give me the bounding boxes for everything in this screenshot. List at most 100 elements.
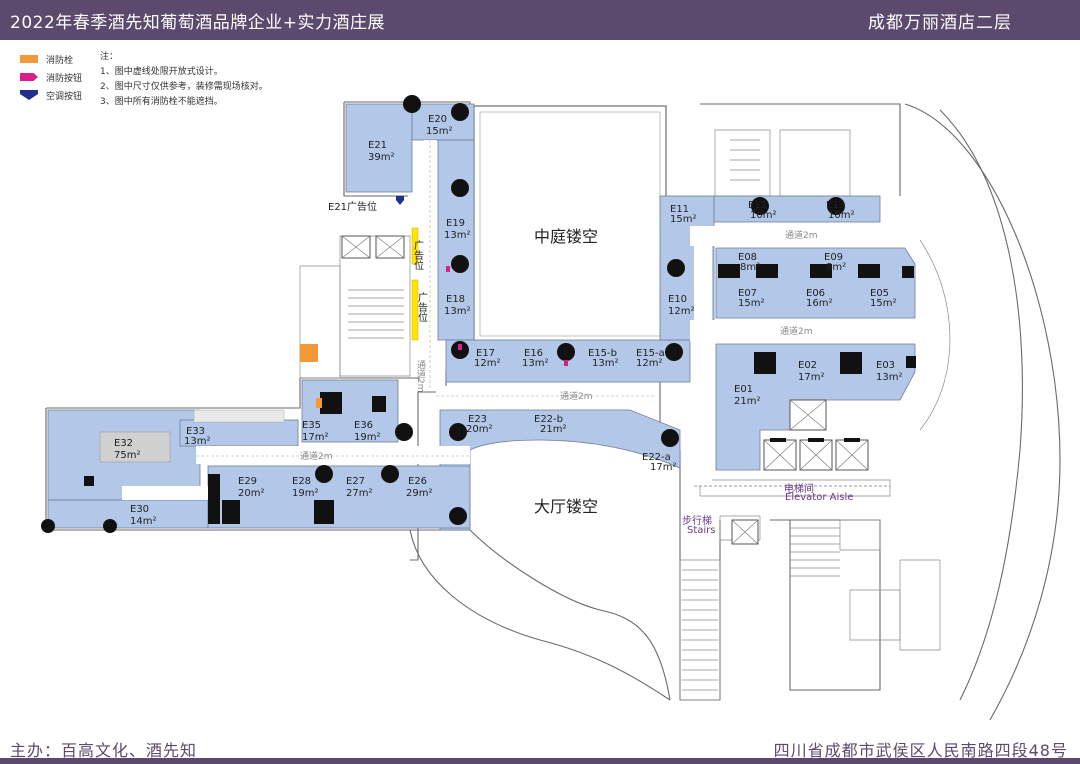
note-item: 3、图中所有消防栓不能遮挡。 <box>100 97 223 107</box>
booth-id: E19 <box>446 218 465 229</box>
fixed-blocks <box>84 264 916 524</box>
booth-id: E23 <box>468 414 487 425</box>
elevator-block <box>341 235 869 545</box>
booth-area: 13m² <box>876 372 902 383</box>
atrium-label: 中庭镂空 <box>534 227 598 246</box>
booth-id: E22-b <box>534 414 563 425</box>
booth-area: 10m² <box>828 210 854 221</box>
booth-id: E06 <box>806 288 825 299</box>
booth-area: 20m² <box>466 424 492 435</box>
booth-area: 17m² <box>650 462 676 473</box>
booth-area: 14m² <box>130 516 156 527</box>
booth-id: E02 <box>798 360 817 371</box>
note-item: 2、图中尺寸仅供参考，装修需现场核对。 <box>100 82 268 92</box>
booth-id: E26 <box>408 476 427 487</box>
address-text: 四川省成都市武侯区人民南路四段48号 <box>773 741 1068 760</box>
ad-vertical-label-2: 广告位 <box>416 292 428 322</box>
stairs-hatch <box>348 139 840 691</box>
booth-area: 21m² <box>540 424 566 435</box>
booth-area: 12m² <box>668 306 694 317</box>
stairs-en-label: Stairs <box>687 525 716 536</box>
booth-area: 13m² <box>522 358 548 369</box>
booth-id: E11 <box>670 204 689 215</box>
booth-id: E10 <box>668 294 687 305</box>
footer-divider <box>0 758 1080 764</box>
booth-area: 29m² <box>406 488 432 499</box>
booth-id: E13 <box>826 200 845 211</box>
restroom-icon <box>300 344 318 362</box>
booth-area: 19m² <box>354 432 380 443</box>
booth-area: 13m² <box>444 230 470 241</box>
booth-area: 15m² <box>670 214 696 225</box>
booth-area: 13m² <box>592 358 618 369</box>
booth-id: E30 <box>130 504 149 515</box>
passage-label: 通道2m <box>415 360 426 393</box>
hydrant-icon <box>20 55 38 63</box>
booth-area: 12m² <box>474 358 500 369</box>
passage-label: 通道2m <box>785 229 818 241</box>
booth-area: 15m² <box>870 298 896 309</box>
venue-name: 成都万丽酒店二层 <box>868 13 1012 33</box>
booth-area: 15m² <box>426 126 452 137</box>
notes: 注： 1、图中虚线处限开放式设计。 2、图中尺寸仅供参考，装修需现场核对。 3、… <box>100 50 268 110</box>
fire-button-icon <box>446 266 450 272</box>
booth-id: E12 <box>748 200 767 211</box>
passage-label: 通道2m <box>560 390 593 402</box>
fire-button-icon <box>458 344 462 350</box>
booth-id: E27 <box>346 476 365 487</box>
legend-item-ac-button: 空调按钮 <box>20 86 82 104</box>
legend: 消防栓 消防按钮 空调按钮 <box>20 50 82 104</box>
fire-button-icon <box>564 360 568 366</box>
booth-area: 39m² <box>368 152 394 163</box>
booth-area: 17m² <box>798 372 824 383</box>
ad-vertical-label-1: 广告位 <box>412 240 424 270</box>
booth-id: E21 <box>368 140 387 151</box>
floor-plan: 中庭镂空 大厅镂空 E21广告位 广告位 广告位 通道2m 通道2m 通道2m … <box>41 95 1061 721</box>
booth-id: E22-a <box>642 452 671 463</box>
exhibition-title: 2022年春季酒先知葡萄酒品牌企业+实力酒庄展 <box>10 13 386 33</box>
booth-area: 10m² <box>750 210 776 221</box>
passage-label: 通道2m <box>780 325 813 337</box>
booth-id: E18 <box>446 294 465 305</box>
booth-id: E36 <box>354 420 373 431</box>
booth-id: E35 <box>302 420 321 431</box>
booth-area: 12m² <box>636 358 662 369</box>
booth-id: E29 <box>238 476 257 487</box>
hydrant-icon <box>316 398 322 408</box>
booth-area: 13m² <box>184 436 210 447</box>
booth-area: 21m² <box>734 396 760 407</box>
booth-area: 13m² <box>444 306 470 317</box>
fire-button-icon <box>20 73 38 81</box>
ac-button-icon <box>396 196 404 205</box>
booth-id: E20 <box>428 114 447 125</box>
elevator-label: 电梯间 <box>784 482 814 495</box>
ad-strip <box>411 279 419 341</box>
footer-bar: 主办：百高文化、酒先知 四川省成都市武侯区人民南路四段48号 <box>0 732 1080 764</box>
booth-id: E03 <box>876 360 895 371</box>
booth-area: 8m² <box>826 262 846 273</box>
booth-labels: E21 39m² E20 15m² E19 13m² E18 13m² E17 … <box>114 114 902 527</box>
columns <box>41 95 845 533</box>
booth-area: 17m² <box>302 432 328 443</box>
booth-area: 8m² <box>740 262 760 273</box>
booth-id: E05 <box>870 288 889 299</box>
booth-id: E01 <box>734 384 753 395</box>
passage-label: 通道2m <box>300 450 333 462</box>
booth-area: 19m² <box>292 488 318 499</box>
atrium-void <box>473 105 667 343</box>
booth-id: E09 <box>824 252 843 263</box>
legend-item-hydrant: 消防栓 <box>20 50 82 68</box>
booth-area: 15m² <box>738 298 764 309</box>
booth-id: E08 <box>738 252 757 263</box>
booth-id: E33 <box>186 426 205 437</box>
stairs-label: 步行梯 <box>682 514 712 527</box>
lobby-label: 大厅镂空 <box>534 497 598 516</box>
header-bar: 2022年春季酒先知葡萄酒品牌企业+实力酒庄展 成都万丽酒店二层 <box>0 0 1080 40</box>
booth-id: E07 <box>738 288 757 299</box>
ac-button-icon <box>20 90 38 100</box>
legend-item-fire-button: 消防按钮 <box>20 68 82 86</box>
corridors <box>99 140 908 500</box>
booth-id: E32 <box>114 438 133 449</box>
ad-strip <box>411 227 419 265</box>
booth-area: 27m² <box>346 488 372 499</box>
